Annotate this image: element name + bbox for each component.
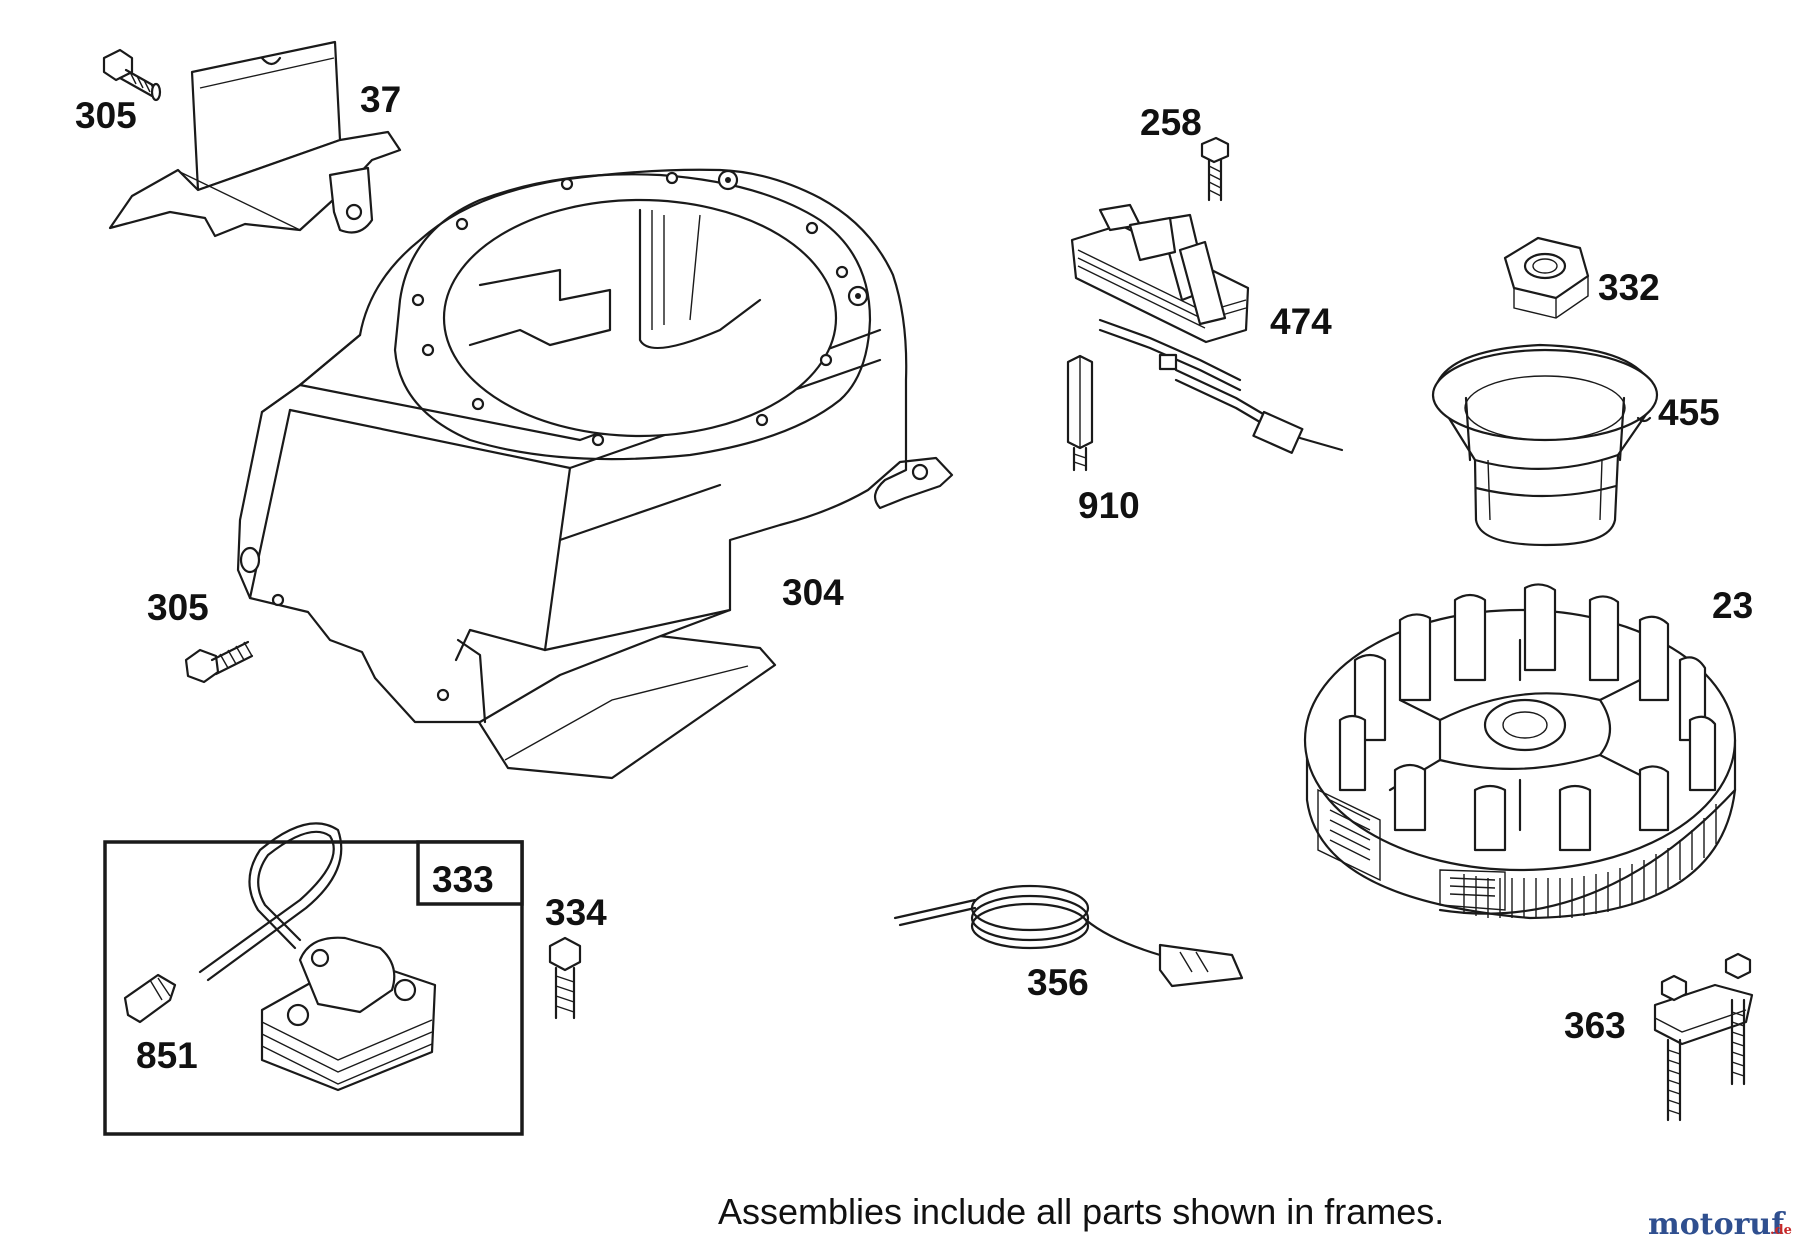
callout-474: 474 <box>1270 301 1332 342</box>
callout-363: 363 <box>1564 1005 1626 1046</box>
callout-356: 356 <box>1027 962 1089 1003</box>
part-333-ignition-coil <box>198 822 437 1092</box>
callout-258: 258 <box>1140 102 1202 143</box>
assembly-frame-333 <box>103 822 524 1136</box>
callout-334: 334 <box>545 892 607 933</box>
watermark-name: motoruf <box>1648 1207 1786 1242</box>
part-305-middle-bolt <box>184 640 254 684</box>
part-258-bolt <box>1200 136 1230 202</box>
callout-910: 910 <box>1078 485 1140 526</box>
callout-304: 304 <box>782 572 844 613</box>
part-851-connector <box>123 973 177 1024</box>
callout-332: 332 <box>1598 267 1660 308</box>
callout-23: 23 <box>1712 585 1753 626</box>
motoruf-watermark-logo: motoruf .de <box>1648 1207 1792 1242</box>
callout-305-top: 305 <box>75 95 137 136</box>
part-455-cup <box>1431 343 1659 547</box>
part-332-nut <box>1503 236 1590 319</box>
callout-37: 37 <box>360 79 401 120</box>
callout-333: 333 <box>432 859 494 900</box>
part-305-top-bolt <box>102 48 162 102</box>
flywheel-fan-blades <box>1338 583 1717 852</box>
callout-labels: 305 37 258 474 332 455 910 305 304 23 33… <box>75 79 1753 1076</box>
assemblies-footnote: Assemblies include all parts shown in fr… <box>718 1191 1444 1232</box>
callout-455: 455 <box>1658 392 1720 433</box>
part-363-bracket <box>1653 952 1754 1122</box>
part-474-armature <box>1070 203 1344 454</box>
part-356-ground-wire <box>893 884 1244 988</box>
part-910-spacer <box>1066 354 1094 472</box>
callout-305-mid: 305 <box>147 587 209 628</box>
part-37-air-guide <box>108 40 402 238</box>
housing-mounting-holes <box>411 169 869 447</box>
part-23-flywheel <box>1303 583 1737 920</box>
part-304-blower-housing <box>236 168 954 780</box>
watermark-suffix: .de <box>1770 1223 1792 1238</box>
callout-851: 851 <box>136 1035 198 1076</box>
part-334-bolt <box>548 936 582 1020</box>
